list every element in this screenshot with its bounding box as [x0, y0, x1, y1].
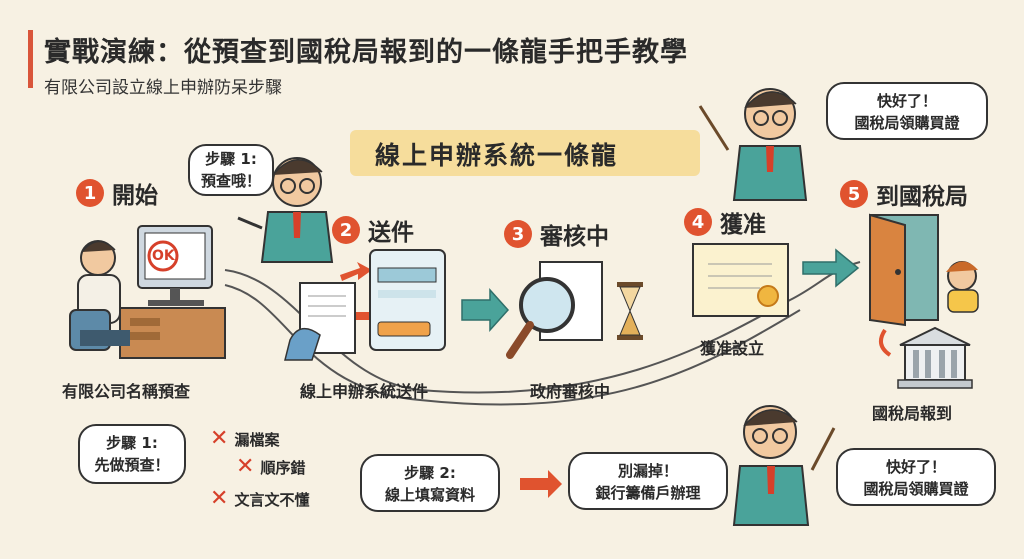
- step-5-label: 5 到國稅局: [840, 177, 968, 211]
- speech-bubble: 快好了！ 國稅局領購買證: [836, 448, 996, 506]
- step-1-label: 1 開始: [76, 176, 158, 210]
- step-number: 5: [840, 180, 868, 208]
- step-title: 到國稅局: [876, 184, 968, 210]
- step-3-caption: 政府審核中: [530, 382, 611, 401]
- step-1-caption: 有限公司名稱預查: [62, 382, 191, 401]
- teacher-illustration: [237, 157, 334, 263]
- step-title: 送件: [368, 220, 414, 246]
- step-number: 2: [332, 216, 360, 244]
- step-title: 開始: [112, 183, 158, 209]
- arrow-icon: [340, 262, 372, 281]
- step-4-caption: 獲准設立: [700, 339, 765, 358]
- arrow-icon: [520, 470, 562, 498]
- person-icon: [946, 261, 979, 313]
- error-item: ✕ 漏檔案: [210, 426, 280, 451]
- computer-user-illustration: [69, 225, 226, 359]
- x-mark-icon: ✕: [210, 426, 229, 451]
- error-item: ✕ 順序錯: [236, 454, 306, 479]
- step-3-label: 3 審核中: [504, 217, 609, 251]
- title-accent-bar: [28, 30, 33, 88]
- page-subtitle: 有限公司設立線上申辦防呆步驟: [44, 78, 282, 98]
- browser-window-illustration: [284, 249, 446, 361]
- step-number: 1: [76, 179, 104, 207]
- step-title: 獲准: [720, 212, 766, 238]
- door-icon: [869, 213, 939, 327]
- error-item: ✕ 文言文不懂: [210, 486, 310, 511]
- x-mark-icon: ✕: [236, 454, 255, 479]
- step-number: 4: [684, 208, 712, 236]
- teacher-illustration: [732, 405, 836, 526]
- step-2-label: 2 送件: [332, 213, 414, 247]
- magnifier-icon: [506, 261, 603, 359]
- speech-bubble: 快好了！ 國稅局領購買證: [826, 82, 988, 140]
- flow-path-2: [224, 284, 801, 406]
- page-title: 實戰演練：從預查到國稅局報到的一條龍手把手教學: [44, 37, 688, 68]
- ok-screen-label: OK: [152, 248, 175, 264]
- step-4-label: 4 獲准: [684, 205, 766, 239]
- step-title: 審核中: [540, 224, 609, 250]
- certificate-icon: [692, 243, 789, 317]
- x-mark-icon: ✕: [210, 486, 229, 511]
- speech-bubble: 步驟 1: 先做預查！: [78, 424, 186, 484]
- speech-bubble: 別漏掉！ 銀行籌備戶辦理: [568, 452, 728, 510]
- step-2-caption: 線上申辦系統送件: [300, 382, 429, 401]
- arrow-icon: [879, 328, 892, 357]
- speech-bubble: 步驟 1: 預查哦！: [188, 144, 274, 196]
- speech-bubble: 步驟 2: 線上填寫資料: [360, 454, 500, 512]
- teacher-illustration: [698, 88, 808, 201]
- hourglass-icon: [617, 282, 643, 340]
- step-number: 3: [504, 220, 532, 248]
- building-icon: [897, 326, 973, 389]
- arrow-icon: [461, 248, 860, 332]
- step-5-caption: 國稅局報到: [872, 404, 953, 423]
- banner-label: 線上申辦系統一條龍: [375, 141, 619, 170]
- banner-highlight: [350, 130, 700, 176]
